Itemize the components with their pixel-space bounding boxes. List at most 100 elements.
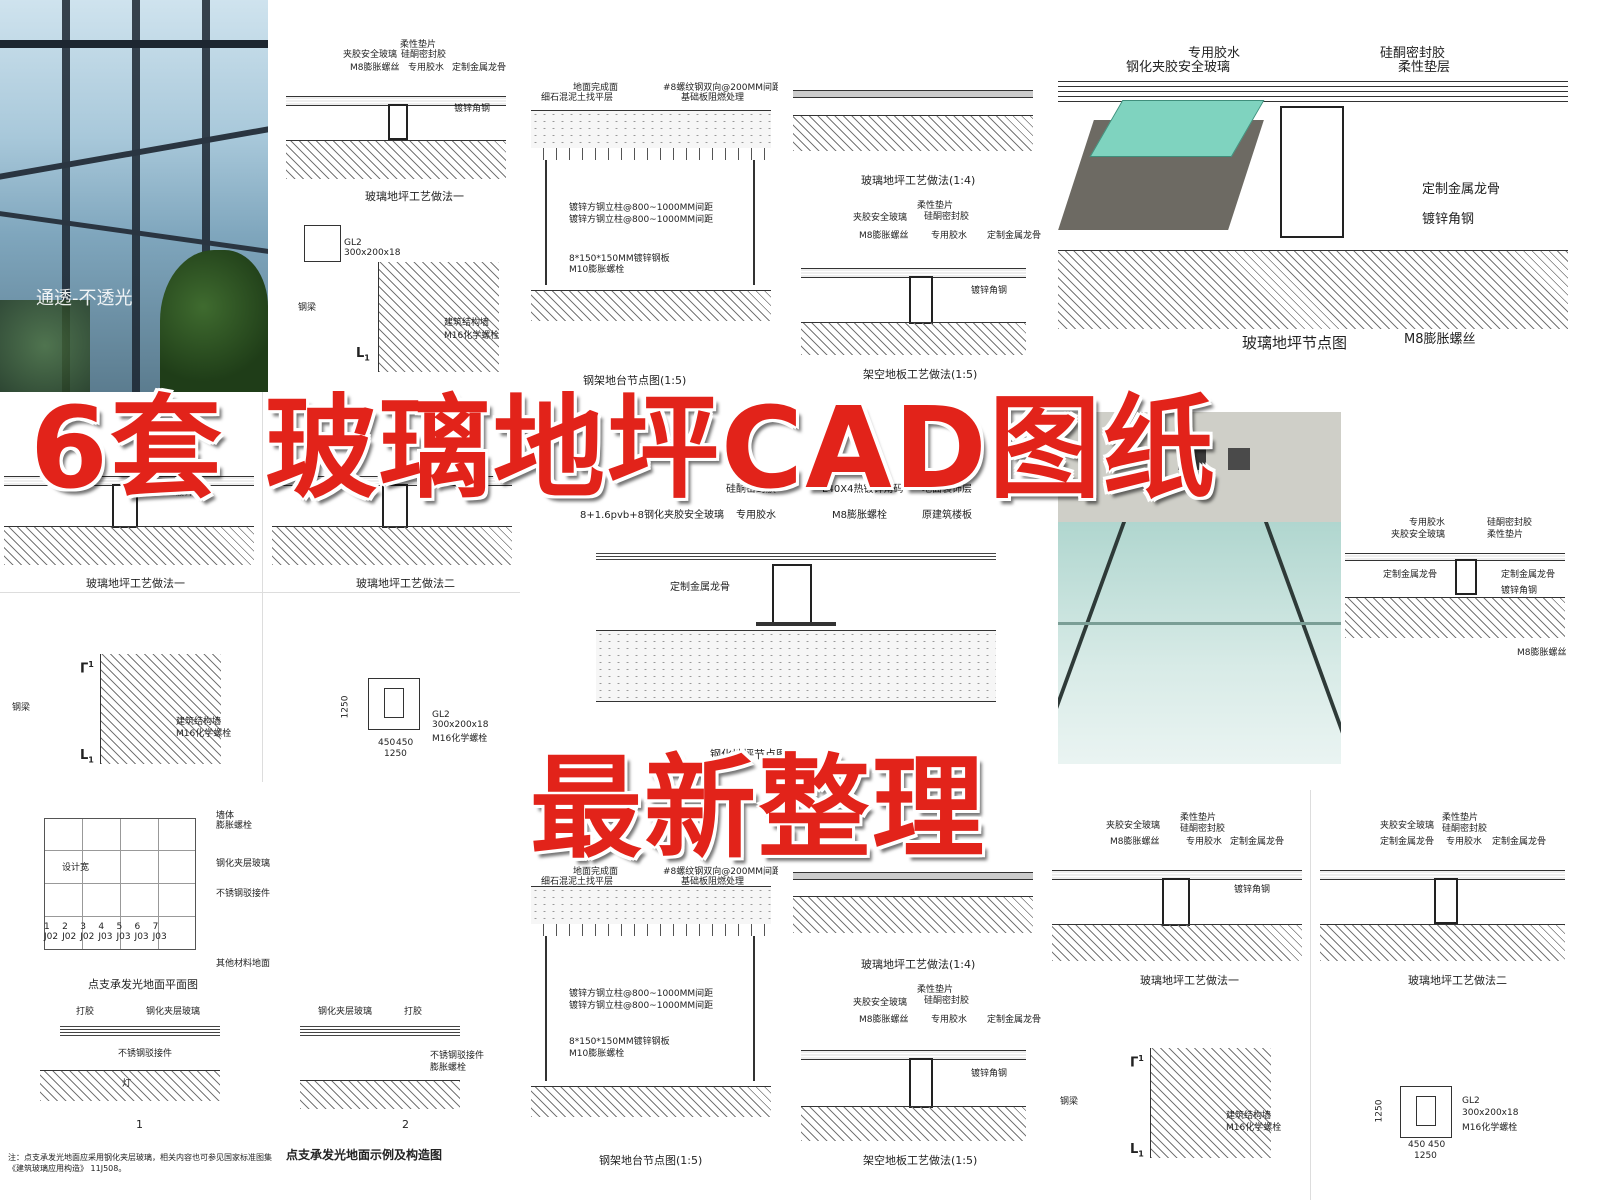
label-glass-bl-3: 钢化夹层玻璃 [318, 1007, 373, 1017]
caption-br-2: 玻璃地坪工艺做法二 [1408, 974, 1507, 987]
label-angle-lm: 镀锌角钢 [175, 488, 212, 498]
label-keel-br2-a: 定制金属龙骨 [1380, 837, 1435, 847]
dim-450-b-br: 450 [1428, 1140, 1446, 1150]
label-glass-rm: 夹胶安全玻璃 [1391, 530, 1446, 540]
caption-col4-a: 玻璃地坪工艺做法(1:4) [861, 174, 976, 187]
gl2-plate-lm [368, 678, 420, 730]
label-steel-plate: 8*150*150MM镀锌钢板 [569, 254, 670, 264]
label-chem2-br: M16化学螺栓 [1462, 1123, 1518, 1133]
caption-top-col2: 玻璃地坪工艺做法一 [365, 190, 464, 203]
detail-panel-center: 柔性垫 硅酮密封胶 L40X4热镀锌角码 地面装饰层 8+1.6pvb+8钢化夹… [560, 440, 1035, 760]
label-glass-bl-2: 钢化夹层玻璃 [146, 1007, 201, 1017]
glass-corridor-photo [1058, 412, 1341, 764]
caption-bottom-col3: 钢架地台节点图(1:5) [599, 1154, 703, 1167]
label-gamma1: Γ1 [80, 660, 94, 677]
label-lamp-bl: 灯 [122, 1079, 132, 1089]
label-plate-size: 300x200x18 [344, 248, 401, 258]
label-silicone-center: 硅酮密封胶 [726, 484, 776, 495]
detail-panel-right-mid: 专用胶水 硅酮密封胶 夹胶安全玻璃 柔性垫片 定制金属龙骨 定制金属龙骨 镀锌角… [1343, 505, 1568, 685]
caption-bottom-col4-b: 架空地板工艺做法(1:5) [863, 1154, 978, 1167]
label-gamma1-br: Γ1 [1130, 1054, 1144, 1071]
label-fine-stone-b: 细石混泥土找平层 [541, 877, 614, 887]
label-flex-center: 柔性垫 [818, 458, 848, 469]
label-deco-layer: 地面装饰层 [922, 484, 972, 495]
caption-bl-plan: 点支承发光地面平面图 [88, 978, 198, 991]
label-laminated-glass: 夹胶安全玻璃 [343, 50, 398, 60]
label-silicone-sealant: 硅酮密封胶 [401, 50, 447, 60]
label-fireproof: 基础板阻燃处理 [681, 93, 745, 103]
label-plate-br: 300x200x18 [1462, 1108, 1519, 1118]
label-glass-br: 夹胶安全玻璃 [1106, 821, 1161, 831]
detail-panel-top-right: 专用胶水 钢化夹胶安全玻璃 硅酮密封胶 柔性垫层 定制金属龙骨 镀锌角钢 M8膨… [1058, 0, 1568, 352]
label-angle-col4: 镀锌角钢 [971, 286, 1008, 296]
label-silicone-col4: 硅酮密封胶 [924, 212, 970, 222]
caption-top-col3: 钢架地台节点图(1:5) [583, 374, 687, 387]
label-adhesive-br: 专用胶水 [1186, 837, 1223, 847]
detail-panel-top-col3: 地面完成面 细石混泥土找平层 #8螺纹钢双向@200MM间距 基础板阻燃处理 镀… [523, 0, 778, 392]
detail-panel-bottom-col3: 地面完成面 细石混泥土找平层 #8螺纹钢双向@200MM间距 基础板阻燃处理 镀… [523, 790, 778, 1200]
dim-1250-h: 1250 [384, 749, 407, 759]
label-gl2-br: GL2 [1462, 1096, 1480, 1106]
label-steel-plate-b: 8*150*150MM镀锌钢板 [569, 1037, 670, 1047]
label-wall-br: 建筑结构墙 [1226, 1111, 1272, 1121]
dim-1250-v: 1250 [340, 695, 351, 719]
label-glue-bl-2: 打胶 [404, 1007, 423, 1017]
label-angle-code-center: L40X4热镀锌角码 [822, 484, 904, 495]
label-finish-floor: 地面完成面 [573, 83, 619, 93]
label-keel-br2-b: 定制金属龙骨 [1492, 837, 1547, 847]
headline-subtitle: 最新整理 [530, 744, 986, 874]
label-connector-bl: 不锈钢驳接件 [216, 889, 271, 899]
label-glass-tr: 钢化夹胶安全玻璃 [1126, 60, 1231, 75]
label-galv-angle: 镀锌角钢 [454, 104, 491, 114]
label-angle-br: 镀锌角钢 [1234, 885, 1271, 895]
gl2-plate-br [1400, 1086, 1452, 1138]
label-wall-bl: 墙体 [216, 811, 235, 821]
label-steel-post-b2: 镀锌方钢立柱@800~1000MM间距 [569, 1001, 714, 1011]
label-fireproof-b: 基础板阻燃处理 [681, 877, 745, 887]
label-adhesive-col4: 专用胶水 [931, 231, 968, 241]
label-chem-bolt: M16化学螺栓 [444, 331, 500, 341]
label-finish-floor-b: 地面完成面 [573, 867, 619, 877]
label-gl2-lm: GL2 [432, 710, 450, 720]
label-m8-rm: M8膨胀螺丝 [1517, 648, 1567, 658]
dim-1250-h-br: 1250 [1414, 1151, 1437, 1161]
label-m8-bolt: M8膨胀螺丝 [350, 63, 400, 73]
label-structure-wall: 建筑结构墙 [444, 318, 490, 328]
label-gl2: GL2 [344, 238, 362, 248]
label-angle-bc4: 镀锌角钢 [971, 1069, 1008, 1079]
note-bl: 注：点支承发光地面应采用钢化夹层玻璃，相关内容也可参见国家标准图集《建筑玻璃应用… [8, 1153, 272, 1173]
label-rebar: #8螺纹钢双向@200MM间距 [663, 83, 778, 93]
dim-450-b: 450 [396, 738, 414, 748]
label-steel-post-1: 镀锌方钢立柱@800~1000MM间距 [569, 203, 714, 213]
label-other-floor-bl: 其他材料地面 [216, 959, 271, 969]
label-adhesive-rm: 专用胶水 [1409, 518, 1446, 528]
caption-top-right: 玻璃地坪节点图 [1242, 334, 1348, 352]
label-silicone-rm: 硅酮密封胶 [1487, 518, 1533, 528]
detail-num-2: 2 [402, 1118, 409, 1131]
label-keel-center: 定制金属龙骨 [670, 582, 730, 593]
label-exp-bolt-bl: 膨胀螺栓 [216, 821, 253, 831]
detail-panel-top-col4: 玻璃地坪工艺做法(1:4) 柔性垫片 硅酮密封胶 夹胶安全玻璃 专用胶水 M8膨… [781, 0, 1046, 392]
label-m10-bolt: M10膨胀螺栓 [569, 265, 625, 275]
caption-col4-b: 架空地板工艺做法(1:5) [863, 368, 978, 381]
label-glass-col4: 夹胶安全玻璃 [853, 213, 908, 223]
label-keel-rm-1: 定制金属龙骨 [1383, 570, 1438, 580]
detail-num-1: 1 [136, 1118, 143, 1131]
label-rebar-b: #8螺纹钢双向@200MM间距 [663, 867, 778, 877]
label-silicone-tr: 硅酮密封胶 [1380, 46, 1446, 61]
detail-panel-left-mid: 镀锌角钢 玻璃地坪工艺做法一 玻璃地坪工艺做法二 钢梁 建筑结构墙 M16化学螺… [0, 392, 520, 782]
label-angle-tr: 镀锌角钢 [1422, 212, 1475, 227]
label-adhesive: 专用胶水 [408, 63, 445, 73]
caption-center: 钢化地坪节点图 [710, 748, 787, 760]
label-flexible-gasket: 柔性垫片 [400, 40, 437, 50]
label-steel-post-2: 镀锌方钢立柱@800~1000MM间距 [569, 215, 714, 225]
label-l1: L1 [356, 346, 370, 363]
label-l1-br: L1 [1130, 1142, 1144, 1159]
label-m8-center: M8膨胀螺栓 [832, 510, 887, 521]
label-chem-lm: M16化学螺栓 [176, 729, 232, 739]
label-metal-keel: 定制金属龙骨 [452, 63, 507, 73]
